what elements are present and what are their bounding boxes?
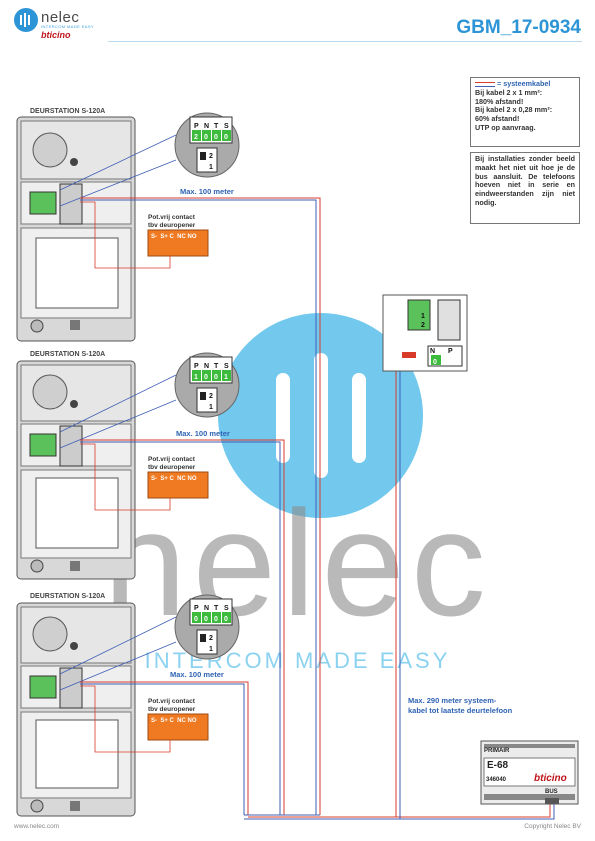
supply-brand: bticino xyxy=(534,773,567,784)
svg-text:0: 0 xyxy=(214,134,218,141)
svg-text:N: N xyxy=(204,363,209,370)
supply-code: 346040 xyxy=(486,777,507,783)
svg-text:1: 1 xyxy=(209,646,213,653)
supply-model: E-68 xyxy=(487,760,509,771)
footer-website: www.nelec.com xyxy=(14,823,60,830)
svg-text:0: 0 xyxy=(214,374,218,381)
svg-text:P: P xyxy=(194,605,199,612)
svg-text:2: 2 xyxy=(209,393,213,400)
station-3-terminals: S- S+ C NC NO xyxy=(151,718,197,724)
svg-text:2: 2 xyxy=(194,134,198,141)
door-station-3 xyxy=(16,602,136,817)
contact-blocks xyxy=(147,229,209,741)
svg-text:2: 2 xyxy=(209,635,213,642)
document-id: GBM_17-0934 xyxy=(456,17,581,38)
watermark-name: nelec xyxy=(103,479,492,647)
dip-values xyxy=(192,130,231,623)
logo-tagline: INTERCOM MADE EASY xyxy=(41,24,94,29)
legend-line-5: UTP op aanvraag. xyxy=(475,122,536,132)
dip-1-labels: P N T S 2 0 0 0 2 1 xyxy=(194,123,229,171)
door-station-1 xyxy=(16,116,136,342)
svg-text:T: T xyxy=(214,605,219,612)
svg-text:S: S xyxy=(224,123,229,130)
station-1-max-distance: Max. 100 meter xyxy=(180,187,234,196)
system-cable-1 xyxy=(80,197,321,815)
svg-text:S: S xyxy=(224,605,229,612)
footer-copyright: Copyright Nelec BV xyxy=(524,823,581,830)
station-3-max-distance: Max. 100 meter xyxy=(170,670,224,679)
max-total-distance: Max. 290 meter systeem-kabel tot laatste… xyxy=(408,696,513,715)
svg-text:0: 0 xyxy=(214,616,218,623)
svg-text:0: 0 xyxy=(204,374,208,381)
system-cable-2 xyxy=(80,439,285,815)
station-3-title: DEURSTATION S-120A xyxy=(30,593,106,600)
svg-text:1: 1 xyxy=(209,404,213,411)
dip-2-labels: P N T S 1 0 0 1 2 1 xyxy=(194,363,229,411)
svg-text:P: P xyxy=(194,123,199,130)
svg-text:0: 0 xyxy=(194,616,198,623)
svg-text:S: S xyxy=(224,363,229,370)
svg-text:N: N xyxy=(430,348,435,355)
svg-text:1: 1 xyxy=(224,374,228,381)
phone-labels: N P 0 1 2 xyxy=(421,313,453,366)
logo-name: nelec xyxy=(41,9,80,26)
svg-text:2: 2 xyxy=(209,153,213,160)
supply-primair: PRIMAIR xyxy=(484,748,510,754)
cable-swatch-icon xyxy=(475,81,495,87)
svg-text:N: N xyxy=(204,123,209,130)
system-cable-3 xyxy=(80,681,249,815)
nelec-logo-icon xyxy=(14,8,38,32)
cable-legend: = systeemkabel Bij kabel 2 x 1 mm²: 180%… xyxy=(470,77,580,147)
svg-text:1: 1 xyxy=(194,374,198,381)
station-2-title: DEURSTATION S-120A xyxy=(30,351,106,358)
house-phone xyxy=(382,294,468,372)
svg-text:1: 1 xyxy=(421,313,425,320)
supply-bus: BUS xyxy=(545,789,558,795)
svg-text:0: 0 xyxy=(433,359,437,366)
installation-note: Bij installaties zonder beeld maakt het … xyxy=(470,152,580,224)
svg-text:1: 1 xyxy=(209,164,213,171)
svg-text:P: P xyxy=(448,348,453,355)
contact-wires xyxy=(80,201,171,753)
power-supply xyxy=(480,740,579,805)
logo-brand: bticino xyxy=(41,30,71,40)
svg-text:P: P xyxy=(194,363,199,370)
legend-line-1: Bij kabel 2 x 1 mm²: xyxy=(475,87,543,97)
station-1-terminals: S- S+ C NC NO xyxy=(151,234,197,240)
dip-3-labels: P N T S 0 0 0 0 2 1 xyxy=(194,605,229,653)
door-station-2 xyxy=(16,360,136,580)
bus-to-supply xyxy=(244,315,555,820)
station-2-terminals: S- S+ C NC NO xyxy=(151,476,197,482)
svg-text:0: 0 xyxy=(204,616,208,623)
svg-text:0: 0 xyxy=(204,134,208,141)
station-1-title: DEURSTATION S-120A xyxy=(30,108,106,115)
header-divider xyxy=(108,41,582,42)
station-2-max-distance: Max. 100 meter xyxy=(176,429,230,438)
legend-line-3: Bij kabel 2 x 0,28 mm²: xyxy=(475,105,553,115)
station-terminals xyxy=(29,183,83,709)
legend-line-2: 180% afstand! xyxy=(475,96,524,106)
legend-line-4: 60% afstand! xyxy=(475,114,520,124)
svg-text:2: 2 xyxy=(421,322,425,329)
svg-text:T: T xyxy=(214,123,219,130)
svg-text:0: 0 xyxy=(224,616,228,623)
svg-text:0: 0 xyxy=(224,134,228,141)
legend-title-row: = systeemkabel xyxy=(475,79,575,89)
svg-text:T: T xyxy=(214,363,219,370)
svg-text:N: N xyxy=(204,605,209,612)
